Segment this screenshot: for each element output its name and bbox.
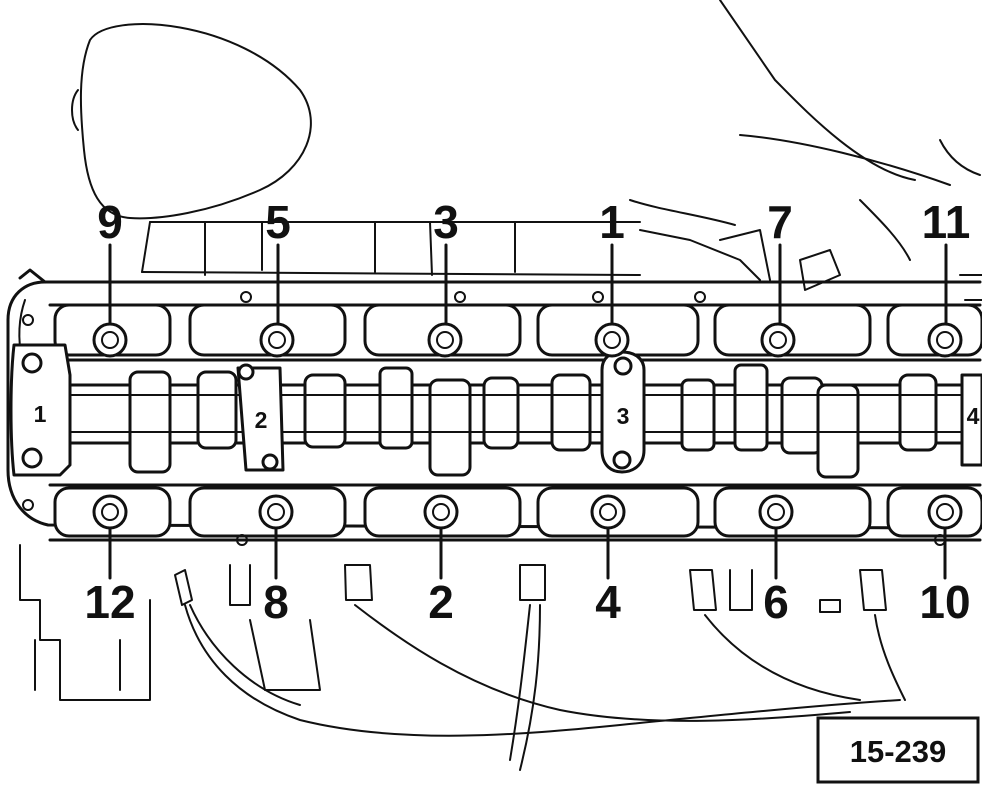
bolt-5 xyxy=(259,322,295,358)
bolt-7 xyxy=(760,322,796,358)
background-outlines xyxy=(71,0,982,301)
bolt-6 xyxy=(758,494,794,530)
bearing-cap-label-3: 3 xyxy=(617,403,630,429)
figure-reference-box xyxy=(816,716,980,784)
sequence-label-12: 12 xyxy=(84,576,135,628)
bolt-11 xyxy=(927,322,963,358)
bearing-cap-3 xyxy=(600,350,646,474)
bolt-10 xyxy=(927,494,963,530)
bolt-4 xyxy=(590,494,626,530)
bearing-cap-4 xyxy=(960,373,982,467)
dowel-holes xyxy=(22,291,946,546)
bolt-2 xyxy=(423,494,459,530)
bolt-9 xyxy=(92,322,128,358)
upper-sequence-labels: 9 5 3 1 7 11 xyxy=(97,196,970,248)
bearing-cap-label-4: 4 xyxy=(967,403,980,429)
sequence-label-11: 11 xyxy=(922,196,971,248)
bearing-cap-2 xyxy=(236,363,285,472)
sequence-label-8: 8 xyxy=(263,576,289,628)
sequence-label-4: 4 xyxy=(595,576,621,628)
bearing-cap-labels: 1 2 3 4 xyxy=(34,401,980,433)
sequence-label-7: 7 xyxy=(767,196,793,248)
sequence-label-9: 9 xyxy=(97,196,123,248)
leader-lines xyxy=(108,243,948,580)
bolt-1 xyxy=(594,322,630,358)
upper-bolts xyxy=(92,322,963,358)
bearing-cap-label-2: 2 xyxy=(255,407,268,433)
sequence-label-6: 6 xyxy=(763,576,789,628)
camshaft xyxy=(58,363,982,479)
sequence-label-3: 3 xyxy=(433,196,459,248)
figure-reference-label: 15-239 xyxy=(850,734,947,769)
bolt-12 xyxy=(92,494,128,530)
cylinder-head-outline xyxy=(6,268,982,530)
sequence-label-1: 1 xyxy=(599,196,625,248)
sequence-label-5: 5 xyxy=(265,196,291,248)
bolt-3 xyxy=(427,322,463,358)
sequence-label-10: 10 xyxy=(919,576,970,628)
bearing-caps xyxy=(9,343,982,477)
bearing-cap-1 xyxy=(9,343,72,477)
lower-gallery xyxy=(48,483,982,542)
bearing-cap-label-1: 1 xyxy=(34,401,47,427)
spark-plug-leads xyxy=(19,544,906,771)
sequence-label-2: 2 xyxy=(428,576,454,628)
upper-gallery xyxy=(48,303,982,362)
lower-sequence-labels: 12 8 2 4 6 10 xyxy=(84,576,970,628)
bolt-8 xyxy=(258,494,294,530)
